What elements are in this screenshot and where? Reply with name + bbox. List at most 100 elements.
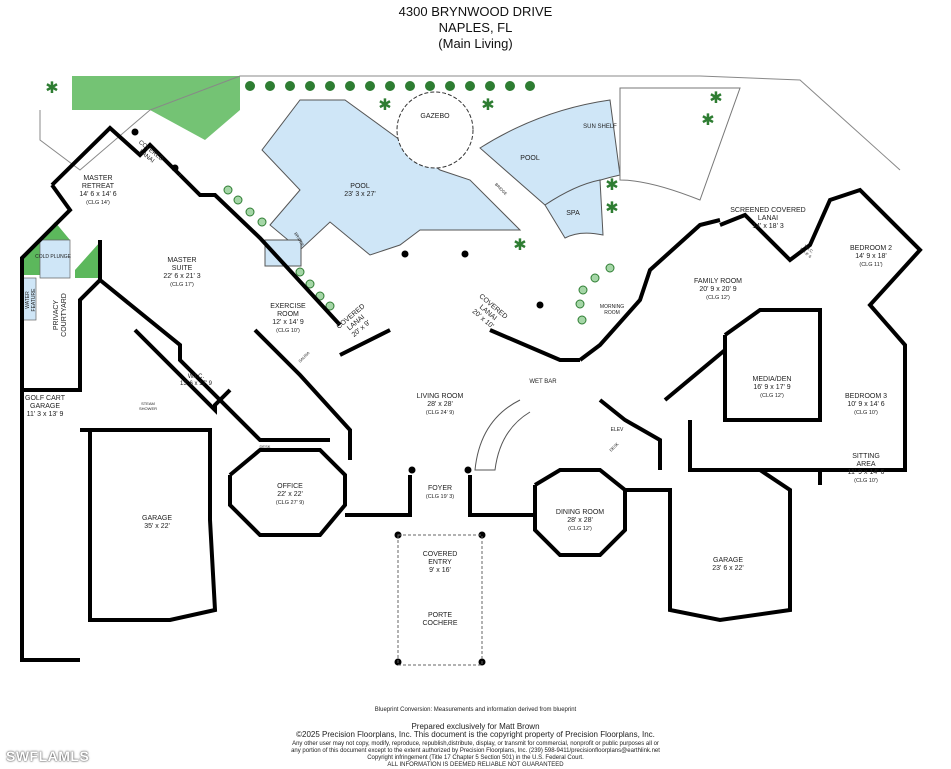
- legal-line-1: Any other user may not copy, modify, rep…: [292, 741, 659, 747]
- legal-line-4: ALL INFORMATION IS DEEMED RELIABLE NOT G…: [387, 762, 564, 768]
- room-label: SUN SHELF: [583, 124, 617, 130]
- room-label: POOL: [520, 155, 540, 162]
- legal-line-3: Copyright infringement (Title 17 Chapter…: [367, 755, 584, 761]
- room-label: W.I.C.13' 6 x 17' 9: [180, 374, 213, 387]
- blueprint-note: Blueprint Conversion: Measurements and i…: [374, 707, 577, 713]
- shrub-icon: [445, 81, 455, 91]
- legal-line-2: any portion of this document except to t…: [291, 748, 660, 754]
- covered-entry-outline: [397, 534, 483, 666]
- shrub-icon: [345, 81, 355, 91]
- column-post: [401, 250, 409, 258]
- palm-tree-icon: ✱: [709, 90, 722, 107]
- staircase: [474, 399, 531, 471]
- shrub-icon: [305, 81, 315, 91]
- pool-water: [261, 99, 522, 256]
- room-label: W.I.C.5' x 8' 6: [799, 243, 816, 260]
- shrub-icon: [405, 81, 415, 91]
- shrub-icon: [325, 301, 335, 311]
- palm-tree-icon: ✱: [513, 237, 526, 254]
- shrub-icon: [233, 195, 243, 205]
- room-label: DESK: [608, 441, 619, 452]
- landscape: ✱✱✱✱✱✱✱✱: [21, 75, 901, 325]
- gazebo-outline: [396, 91, 474, 169]
- room-label: COVEREDLANAI20' x 9': [336, 303, 377, 343]
- palm-tree-icon: ✱: [45, 80, 58, 97]
- shrub-icon: [525, 81, 535, 91]
- shrub-icon: [265, 81, 275, 91]
- column-post: [171, 164, 179, 172]
- shrub-icon: [325, 81, 335, 91]
- shrub-icon: [245, 207, 255, 217]
- shrub-icon: [365, 81, 375, 91]
- lawn-area: [75, 242, 100, 278]
- room-label: SPA: [566, 210, 580, 217]
- level-title: (Main Living): [438, 36, 513, 51]
- column-post: [464, 466, 472, 474]
- shrub-icon: [295, 267, 305, 277]
- shrub-icon: [577, 315, 587, 325]
- shrub-icon: [245, 81, 255, 91]
- shrub-icon: [578, 285, 588, 295]
- prepared-for: Prepared exclusively for Matt Brown: [411, 722, 540, 731]
- palm-tree-icon: ✱: [378, 97, 391, 114]
- column-post: [478, 531, 486, 539]
- shrub-icon: [223, 185, 233, 195]
- shrub-icon: [465, 81, 475, 91]
- shrub-icon: [425, 81, 435, 91]
- room-label: WATERFEATURE: [25, 288, 37, 312]
- room-label: PRIVACYCOURTYARD: [53, 293, 68, 337]
- column-post: [408, 466, 416, 474]
- copyright: ©2025 Precision Floorplans, Inc. This do…: [296, 730, 655, 739]
- palm-tree-icon: ✱: [605, 200, 618, 217]
- column-post: [536, 301, 544, 309]
- shrub-icon: [305, 279, 315, 289]
- room-label: SAUNA: [297, 350, 311, 364]
- watermark: SWFLAMLS: [6, 748, 90, 764]
- palm-tree-icon: ✱: [701, 112, 714, 129]
- room-label: GAZEBO: [420, 113, 450, 120]
- palm-tree-icon: ✱: [481, 97, 494, 114]
- column-post: [131, 128, 139, 136]
- room-label: DESK: [260, 444, 271, 449]
- room-label: WET BAR: [529, 379, 557, 385]
- spa-water: [544, 179, 604, 239]
- room-label: BRIDGE: [494, 182, 509, 197]
- walls: [20, 125, 923, 662]
- cold-plunge-water: [39, 239, 71, 279]
- shrub-icon: [285, 81, 295, 91]
- site-boundary: [39, 75, 901, 171]
- room-label: COVEREDLANAI20' x 10': [467, 293, 508, 333]
- shrub-icon: [590, 273, 600, 283]
- column-post: [461, 250, 469, 258]
- room-label: COLD PLUNGE: [35, 254, 72, 260]
- lanai-posts: [131, 128, 544, 666]
- address-title: 4300 BRYNWOOD DRIVE: [398, 4, 553, 19]
- terrace-outline: [619, 87, 741, 201]
- room-label: ELEV: [611, 427, 624, 433]
- shrub-icon: [257, 217, 267, 227]
- shrub-icon: [605, 263, 615, 273]
- shrub-icon: [485, 81, 495, 91]
- city-title: NAPLES, FL: [438, 20, 513, 35]
- shrub-icon: [505, 81, 515, 91]
- room-label: FOYER(CLG 19' 3): [426, 485, 454, 500]
